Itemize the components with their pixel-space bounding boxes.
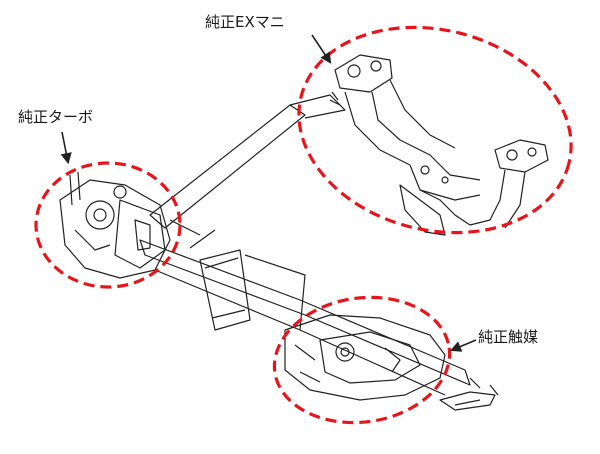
chassis-frame [139,94,499,411]
turbo-drawing [59,171,171,279]
arrow-catalyst [449,339,477,352]
highlight-catalyst [272,295,452,425]
arrow-turbo [60,131,72,165]
catalyst-drawing [284,314,446,401]
exhaust-manifold-drawing [329,54,549,236]
callout-arrows [60,34,477,352]
label-exhaust-manifold: 純正EXマニ [205,13,285,31]
highlight-circles [34,25,573,425]
label-turbo: 純正ターボ [18,108,94,126]
label-catalyst: 純正触媒 [478,328,539,346]
highlight-exhaust-manifold [297,25,573,235]
highlight-turbo [34,161,182,289]
arrow-exhaust-manifold [311,34,332,64]
